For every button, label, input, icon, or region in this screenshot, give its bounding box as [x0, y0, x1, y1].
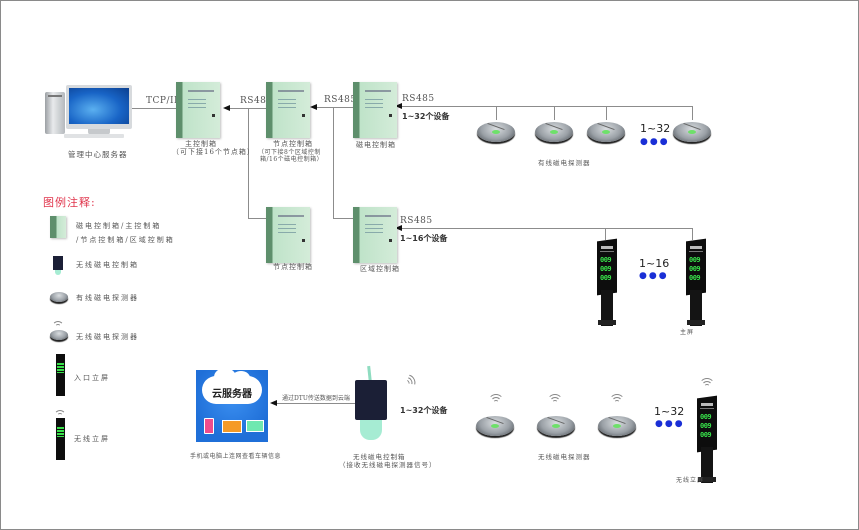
- link-branch-node-h: [248, 218, 266, 219]
- main-box-sub: （可下接16个节点箱）: [172, 148, 255, 156]
- wired-detector: [673, 118, 711, 144]
- link-rs485-2: [317, 107, 353, 108]
- arrow-icon: [395, 225, 402, 231]
- legend-item-label: 无线磁电探测器: [76, 333, 139, 341]
- link-tcp: [132, 108, 176, 109]
- screen-range: 1~16: [639, 257, 670, 270]
- link-rs485-1: [230, 108, 268, 109]
- arrow-icon: [395, 103, 402, 109]
- node-box-bottom-label: 节点控制箱: [273, 263, 313, 271]
- wireless-detectors-label: 无线磁电探测器: [538, 453, 591, 461]
- wireless-control-box: [355, 380, 387, 420]
- legend-item-label: 入口立屏: [74, 374, 110, 382]
- ellipsis-icon: ●●●: [639, 271, 669, 281]
- wireless-standing-screen: 009 009 009: [697, 395, 717, 483]
- legend-title: 图例注释:: [43, 196, 96, 209]
- link-branch-node: [248, 108, 249, 218]
- zone-box-label: 区域控制箱: [360, 265, 400, 273]
- wired-range: 1~32: [640, 122, 671, 135]
- legend-control-box-icon: [50, 216, 66, 238]
- pc-tower-icon: [45, 92, 65, 134]
- wireless-ctl-label: 无线磁电控制箱: [353, 453, 406, 461]
- rs485-label: RS485: [240, 96, 273, 106]
- monitor-icon: [66, 85, 132, 129]
- dtu-label: 通过DTU传送数据到云端: [282, 395, 350, 402]
- mag-device-count: 1~32个设备: [402, 112, 450, 121]
- wired-detector: [535, 118, 573, 144]
- mag-control-box: [353, 82, 397, 138]
- wifi-icon: [547, 394, 563, 404]
- zone-control-box: [353, 207, 397, 263]
- monitor-icon: [222, 420, 242, 433]
- cloud-icon: 云服务器: [202, 368, 262, 404]
- drop: [605, 228, 606, 240]
- legend-wifi-icon: [54, 410, 66, 416]
- node-control-box: [266, 82, 310, 138]
- main-standing-screen: 009 009 009: [686, 238, 706, 326]
- tcp-label: TCP/IP: [146, 96, 181, 106]
- mag-box-label: 磁电控制箱: [356, 141, 396, 149]
- wifi-icon: [488, 394, 504, 404]
- legend-entry-screen-icon: [56, 354, 65, 396]
- legend-wireless-detector-icon: [50, 328, 68, 341]
- node-box-sub2: 箱/16个磁电控制箱）: [260, 156, 324, 163]
- arrow-icon: [270, 400, 277, 406]
- legend-wired-detector-icon: [50, 290, 68, 303]
- link-branch-zone: [333, 107, 334, 218]
- node-box-label: 节点控制箱: [273, 140, 313, 148]
- legend-item-label: 无线磁电控制箱: [76, 261, 139, 269]
- ellipsis-icon: ●●●: [655, 419, 685, 429]
- legend-wifi-icon: [52, 321, 64, 327]
- wireless-range: 1~32: [654, 405, 685, 418]
- legend-item-label: 有线磁电探测器: [76, 294, 139, 302]
- wireless-screen-label: 无线立屏: [676, 477, 705, 484]
- drop: [496, 106, 497, 120]
- phone-icon: [204, 418, 214, 434]
- rs485-label: RS485: [402, 94, 435, 104]
- wifi-icon: [699, 378, 715, 388]
- standing-screen: 009 009 009: [597, 238, 617, 326]
- drop: [692, 106, 693, 120]
- drop: [554, 106, 555, 120]
- wireless-detector: [598, 412, 636, 438]
- link-dtu: [276, 403, 356, 404]
- keyboard-icon: [64, 134, 124, 138]
- wireless-detector: [476, 412, 514, 438]
- ellipsis-icon: ●●●: [640, 137, 670, 147]
- arrow-icon: [310, 104, 317, 110]
- rs485-label: RS485: [400, 216, 433, 226]
- server-label: 管理中心服务器: [68, 150, 128, 159]
- node-control-box-bottom: [266, 207, 310, 263]
- zone-device-count: 1~16个设备: [400, 234, 448, 243]
- node-box-sub1: （可下接8个区域控制: [258, 149, 321, 156]
- main-screen-label: 主屏: [680, 329, 695, 336]
- link-rs485-3: [402, 106, 692, 107]
- legend-wireless-ctl-icon: [53, 256, 63, 270]
- wireless-device-count: 1~32个设备: [400, 406, 448, 415]
- drop: [692, 228, 693, 240]
- wired-detectors-label: 有线磁电探测器: [538, 159, 591, 167]
- drop: [606, 106, 607, 120]
- legend-item-label: 无线立屏: [74, 435, 110, 443]
- wired-detector: [477, 118, 515, 144]
- main-box-label: 主控制箱: [185, 140, 217, 148]
- legend-wireless-screen-icon: [56, 418, 65, 460]
- laptop-icon: [246, 420, 264, 432]
- rs485-label: RS485: [324, 95, 357, 105]
- arrow-icon: [223, 105, 230, 111]
- cloud-caption: 手机或电脑上连网查看车辆信息: [190, 453, 282, 460]
- link-rs485-4: [402, 228, 692, 229]
- legend-item-label: 磁电控制箱/主控制箱: [76, 222, 162, 230]
- wired-detector: [587, 118, 625, 144]
- wireless-ctl-sub: （接收无线磁电探测器信号）: [339, 461, 437, 469]
- cloud-server: 云服务器: [196, 368, 268, 442]
- wireless-detector: [537, 412, 575, 438]
- main-control-box: [176, 82, 220, 138]
- link-branch-zone-h: [333, 218, 353, 219]
- legend-item-label: /节点控制箱/区域控制箱: [76, 236, 175, 244]
- wifi-icon: [609, 394, 625, 404]
